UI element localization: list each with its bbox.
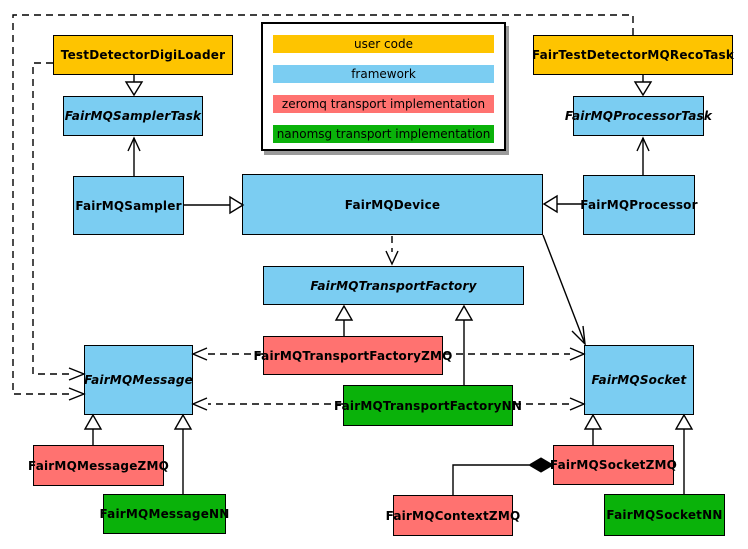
connector-dep-factorynn-message	[191, 397, 343, 411]
class-label: FairMQContextZMQ	[385, 508, 521, 523]
legend-swatch-framework: framework	[273, 65, 494, 83]
connector-inherit-factorynn-factory	[454, 304, 474, 385]
connector-inherit-socketzmq-socket	[583, 413, 603, 445]
class-box-fairmqprocessortask: FairMQProcessorTask	[565, 96, 712, 136]
class-box-fairmqmessagenn: FairMQMessageNN	[99, 494, 229, 534]
connector-inherit-messagenn-message	[173, 413, 193, 494]
class-label: FairMQSocketNN	[606, 508, 723, 522]
class-box-fairmqsampler: FairMQSampler	[73, 176, 184, 235]
connector-inherit-sampler-device	[184, 195, 245, 215]
connector-assoc-device-socket	[542, 234, 586, 346]
class-label: FairMQMessageNN	[99, 507, 230, 521]
class-box-fairtestdetectormqrecotask: FairTestDetectorMQRecoTask	[531, 35, 735, 75]
class-label: FairMQDevice	[344, 197, 441, 212]
legend-label: zeromq transport implementation	[281, 97, 486, 111]
class-label: FairMQTransportFactoryZMQ	[253, 348, 453, 363]
legend-box: user code framework zeromq transport imp…	[261, 22, 506, 151]
legend-swatch-nanomsg: nanomsg transport implementation	[273, 125, 494, 143]
connector-assoc-sampler-samplertask	[127, 136, 141, 176]
legend-swatch-zeromq: zeromq transport implementation	[273, 95, 494, 113]
connector-dep-factoryzmq-socket	[444, 347, 586, 361]
legend-label: nanomsg transport implementation	[276, 127, 491, 141]
class-box-fairmqdevice: FairMQDevice	[242, 174, 543, 235]
connector-comp-socketzmq-contextzmq	[452, 457, 554, 495]
class-label: FairTestDetectorMQRecoTask	[531, 48, 735, 62]
class-box-fairmqsocketnn: FairMQSocketNN	[604, 494, 725, 536]
class-box-fairmqprocessor: FairMQProcessor	[580, 175, 698, 235]
class-box-fairmqcontextzmq: FairMQContextZMQ	[386, 495, 520, 536]
legend-swatch-user-code: user code	[273, 35, 494, 53]
class-box-fairmqsocket: FairMQSocket	[584, 345, 694, 415]
class-box-fairmqmessage: FairMQMessage	[84, 345, 193, 415]
connector-inherit-socketnn-socket	[674, 413, 694, 494]
connector-dep-device-transportfactory	[385, 236, 399, 266]
class-box-fairmqsocketzmq: FairMQSocketZMQ	[549, 445, 678, 485]
class-box-testdetectordigiloader: TestDetectorDigiLoader	[53, 35, 233, 75]
class-box-fairmqtransportfactorynn: FairMQTransportFactoryNN	[334, 385, 522, 426]
class-label: FairMQSocketZMQ	[549, 458, 678, 472]
connector-inherit-recotask-processortask	[633, 75, 653, 97]
class-label: FairMQProcessorTask	[564, 109, 713, 123]
class-label: TestDetectorDigiLoader	[60, 48, 226, 62]
class-label: FairMQSampler	[75, 198, 182, 213]
connector-inherit-factoryzmq-factory	[334, 304, 354, 336]
connector-assoc-processor-processortask	[636, 136, 650, 175]
class-box-fairmqsamplertask: FairMQSamplerTask	[63, 96, 203, 136]
legend-label: framework	[351, 67, 416, 81]
class-box-fairmqtransportfactoryzmq: FairMQTransportFactoryZMQ	[253, 336, 452, 375]
class-label: FairMQProcessor	[580, 198, 698, 212]
class-label: FairMQTransportFactory	[310, 278, 477, 293]
connector-dep-factorynn-socket	[514, 397, 586, 411]
class-label: FairMQMessageZMQ	[28, 458, 170, 473]
class-label: FairMQSocket	[591, 373, 687, 387]
class-label: FairMQMessage	[84, 373, 193, 387]
legend-label: user code	[354, 37, 413, 51]
class-box-fairmqtransportfactory: FairMQTransportFactory	[263, 266, 524, 305]
connector-inherit-messagezmq-message	[83, 413, 103, 445]
connector-inherit-digiloader-samplertask	[124, 75, 144, 97]
connector-inherit-processor-device	[542, 194, 583, 214]
class-box-fairmqmessagezmq: FairMQMessageZMQ	[28, 445, 169, 486]
class-label: FairMQSamplerTask	[64, 109, 202, 123]
class-label: FairMQTransportFactoryNN	[333, 398, 523, 413]
